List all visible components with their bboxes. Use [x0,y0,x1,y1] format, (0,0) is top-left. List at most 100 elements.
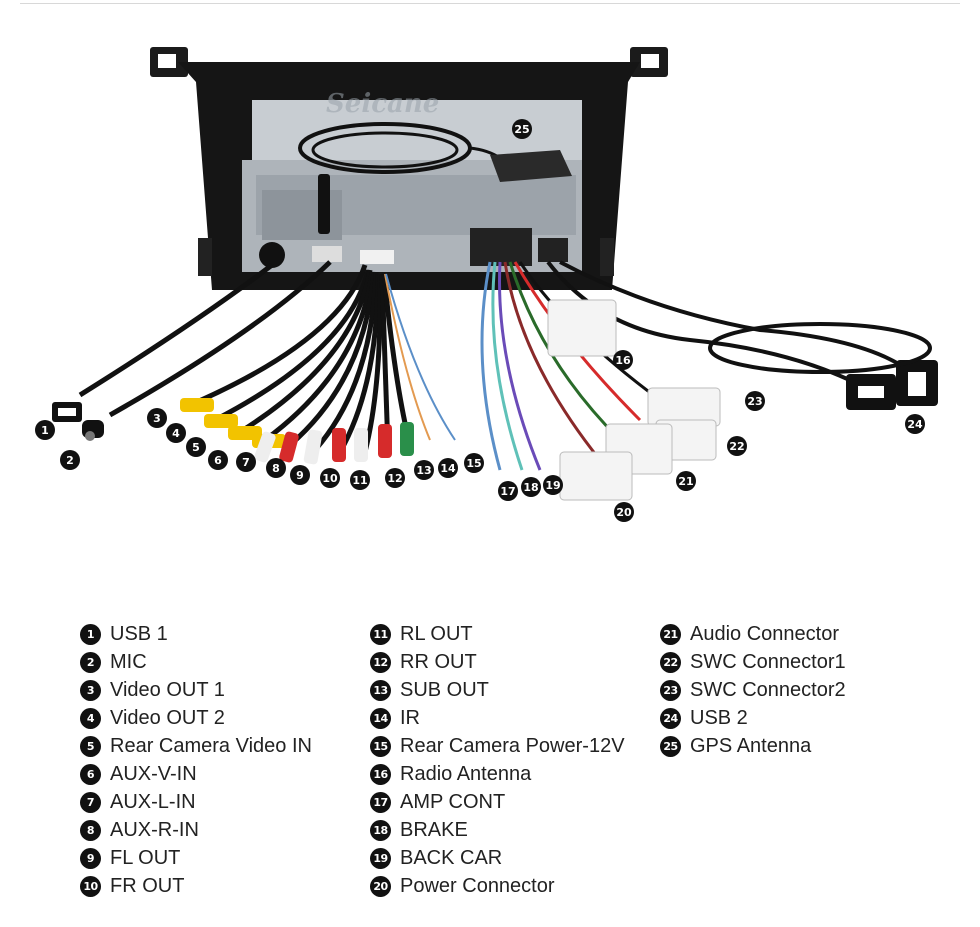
legend-label: USB 2 [690,706,748,729]
svg-text:23: 23 [747,395,762,408]
legend-item: 16 Radio Antenna [370,760,625,788]
callout-marker: 21 [676,471,696,491]
legend-number-badge: 8 [80,819,101,841]
legend-label: IR [400,706,420,729]
legend-number-badge: 12 [370,651,391,673]
legend-label: Rear Camera Video IN [110,734,312,757]
legend-item: 17 AMP CONT [370,788,625,816]
legend-label: Audio Connector [690,622,839,645]
callout-marker: 19 [543,475,563,495]
callout-marker: 20 [614,502,634,522]
legend-item: 12 RR OUT [370,648,625,676]
callout-marker: 14 [438,458,458,478]
legend-label: GPS Antenna [690,734,812,757]
svg-text:5: 5 [192,441,200,454]
legend-label: AUX-R-IN [110,818,199,841]
legend-number-badge: 13 [370,679,391,701]
brand-watermark: Seicane [326,89,439,119]
callout-marker: 8 [266,458,286,478]
legend-item: 25 GPS Antenna [660,732,846,760]
callout-marker: 13 [414,460,434,480]
legend-number-badge: 5 [80,735,101,757]
legend-number-badge: 14 [370,707,391,729]
legend-item: 8 AUX-R-IN [80,816,312,844]
svg-text:24: 24 [907,418,923,431]
legend-number-badge: 20 [370,875,391,897]
legend-number-badge: 23 [660,679,681,701]
svg-text:12: 12 [387,472,402,485]
legend-item: 21 Audio Connector [660,620,846,648]
svg-text:7: 7 [242,456,250,469]
legend-label: AMP CONT [400,790,506,813]
svg-text:10: 10 [322,472,338,485]
callout-marker: 1 [35,420,55,440]
svg-text:20: 20 [616,506,632,519]
legend-label: SWC Connector2 [690,678,846,701]
legend-number-badge: 6 [80,763,101,785]
legend-label: RL OUT [400,622,473,645]
svg-text:19: 19 [545,479,560,492]
callout-marker: 24 [905,414,925,434]
legend-item: 13 SUB OUT [370,676,625,704]
svg-text:3: 3 [153,412,161,425]
svg-text:17: 17 [500,485,515,498]
legend-label: SUB OUT [400,678,489,701]
left-harness [78,260,456,454]
legend-label: Radio Antenna [400,762,532,785]
legend-number-badge: 17 [370,791,391,813]
gps-antenna [259,122,572,268]
legend-number-badge: 24 [660,707,681,729]
legend-number-badge: 15 [370,735,391,757]
head-unit: Seicane [150,47,668,290]
svg-text:8: 8 [272,462,280,475]
legend-number-badge: 9 [80,847,101,869]
legend-number-badge: 25 [660,735,681,757]
callout-marker: 3 [147,408,167,428]
connectors [547,299,721,501]
legend-number-badge: 16 [370,763,391,785]
svg-text:4: 4 [172,427,180,440]
callout-marker: 18 [521,477,541,497]
legend-number-badge: 3 [80,679,101,701]
legend-number-badge: 10 [80,875,101,897]
legend-item: 5 Rear Camera Video IN [80,732,312,760]
svg-text:22: 22 [729,440,744,453]
legend-number-badge: 4 [80,707,101,729]
rca-plugs [180,398,414,465]
legend-label: FR OUT [110,874,185,897]
callout-marker: 16 [613,350,633,370]
legend-item: 24 USB 2 [660,704,846,732]
callout-markers: 1 2 3 4 5 6 7 8 9 10 11 12 13 14 15 16 1… [35,119,925,522]
callout-marker: 17 [498,481,518,501]
callout-marker: 10 [320,468,340,488]
svg-text:16: 16 [615,354,631,367]
legend-label: BACK CAR [400,846,503,869]
legend-label: USB 1 [110,622,168,645]
svg-text:25: 25 [514,123,529,136]
svg-text:11: 11 [352,474,367,487]
legend-label: FL OUT [110,846,181,869]
legend-number-badge: 21 [660,623,681,645]
callout-marker: 11 [350,470,370,490]
legend-number-badge: 18 [370,819,391,841]
legend-item: 18 BRAKE [370,816,625,844]
legend-label: BRAKE [400,818,468,841]
legend-item: 14 IR [370,704,625,732]
callout-marker: 23 [745,391,765,411]
legend-label: AUX-L-IN [110,790,196,813]
legend-label: RR OUT [400,650,477,673]
usb-mic-plugs [52,402,104,441]
legend-number-badge: 7 [80,791,101,813]
